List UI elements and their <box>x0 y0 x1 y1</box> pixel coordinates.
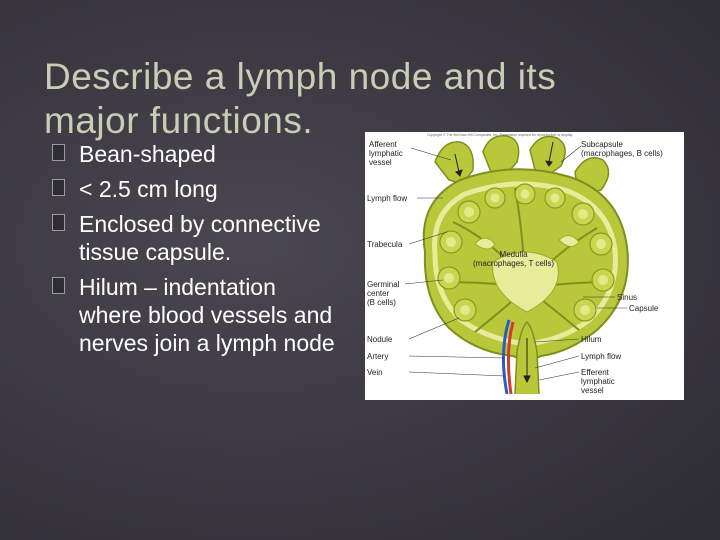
bullet-list: Bean-shaped < 2.5 cm long Enclosed by co… <box>52 140 342 361</box>
label-line: Subcapsule <box>581 140 623 149</box>
bullet-text: Enclosed by connective tissue capsule. <box>79 211 321 265</box>
label-line: vessel <box>369 158 392 167</box>
label-medulla: Medulla (macrophages, T cells) <box>473 250 554 268</box>
bullet-marker-icon <box>52 214 65 231</box>
bullet-text: Hilum – indentation where blood vessels … <box>79 274 335 356</box>
label-sinus: Sinus <box>617 293 638 302</box>
label-subcapsule: Subcapsule (macrophages, B cells) <box>581 140 663 158</box>
bullet-item: Hilum – indentation where blood vessels … <box>52 273 342 357</box>
label-hilum: Hilum <box>581 335 602 344</box>
slide-title: Describe a lymph node and its major func… <box>44 55 557 141</box>
label-line: (macrophages, T cells) <box>473 259 555 268</box>
label-trabecula: Trabecula <box>367 240 403 249</box>
label-line: (macrophages, B cells) <box>581 149 663 158</box>
label-line: vessel <box>581 386 604 395</box>
label-lymph-flow-left: Lymph flow <box>367 194 408 203</box>
label-germinal-center: Germinal center (B cells) <box>367 280 399 307</box>
label-line: Medulla <box>499 250 528 259</box>
label-afferent-vessel: Afferent lymphatic vessel <box>369 140 403 167</box>
bullet-marker-icon <box>52 277 65 294</box>
label-line: lymphatic <box>581 377 615 386</box>
bullet-text: Bean-shaped <box>79 141 216 167</box>
copyright-notice: Copyright © The McGraw-Hill Companies, I… <box>427 133 574 137</box>
bullet-item: < 2.5 cm long <box>52 175 342 203</box>
label-line: Efferent <box>581 368 609 377</box>
bullet-item: Enclosed by connective tissue capsule. <box>52 210 342 266</box>
lymph-node-illustration <box>404 135 629 395</box>
bullet-marker-icon <box>52 144 65 161</box>
lymph-node-diagram: Copyright © The McGraw-Hill Companies, I… <box>365 132 684 400</box>
bullet-item: Bean-shaped <box>52 140 342 168</box>
label-efferent-vessel: Efferent lymphatic vessel <box>581 368 615 395</box>
bullet-text: < 2.5 cm long <box>79 176 218 202</box>
label-line: Afferent <box>369 140 397 149</box>
bullet-marker-icon <box>52 179 65 196</box>
label-artery: Artery <box>367 352 389 361</box>
label-lymph-flow-right: Lymph flow <box>581 352 622 361</box>
label-line: center <box>367 289 390 298</box>
label-line: Germinal <box>367 280 400 289</box>
label-vein: Vein <box>367 368 383 377</box>
label-nodule: Nodule <box>367 335 393 344</box>
label-line: (B cells) <box>367 298 396 307</box>
label-line: lymphatic <box>369 149 403 158</box>
label-capsule: Capsule <box>629 304 659 313</box>
